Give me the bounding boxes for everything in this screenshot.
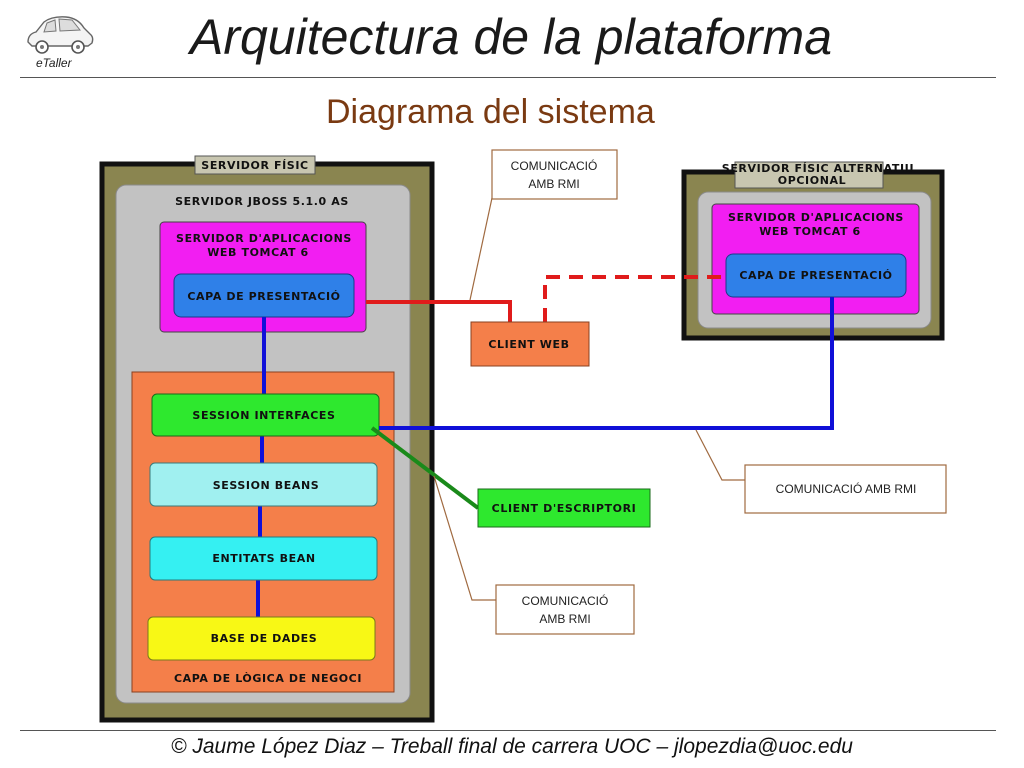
callout-bottom-line2: AMB RMI bbox=[539, 612, 590, 626]
header-divider bbox=[20, 77, 996, 78]
green-link-desktop bbox=[370, 426, 480, 510]
entity-beans-label: ENTITATS BEAN bbox=[212, 552, 315, 565]
alt-presentation-label: CAPA DE PRESENTACIÓ bbox=[739, 269, 892, 282]
main-server-label: SERVIDOR FÍSIC bbox=[201, 159, 308, 172]
tomcat-label-line2: WEB TOMCAT 6 bbox=[207, 246, 309, 259]
callout-pointer-top bbox=[469, 197, 493, 301]
diagram-subtitle: Diagrama del sistema bbox=[326, 93, 655, 131]
callout-top-line1: COMUNICACIÓ bbox=[511, 158, 598, 173]
business-layer-label: CAPA DE LÒGICA DE NEGOCI bbox=[174, 672, 362, 685]
database-label: BASE DE DADES bbox=[211, 632, 318, 645]
callout-pointer-right bbox=[695, 429, 745, 481]
car-logo-icon bbox=[22, 10, 96, 74]
callout-bottom: COMUNICACIÓ AMB RMI bbox=[495, 584, 635, 635]
callout-right-label: COMUNICACIÓ AMB RMI bbox=[776, 481, 917, 496]
jboss-server-label: SERVIDOR JBOSS 5.1.0 AS bbox=[175, 195, 349, 208]
blue-link-alt bbox=[379, 297, 834, 430]
architecture-diagram: SERVIDOR FÍSIC SERVIDOR JBOSS 5.1.0 AS S… bbox=[99, 149, 947, 723]
tomcat-label-line1: SERVIDOR D'APLICACIONS bbox=[176, 232, 352, 245]
callout-top: COMUNICACIÓ AMB RMI bbox=[491, 149, 618, 200]
alt-server-label-line2: OPCIONAL bbox=[778, 174, 846, 187]
page-title: Arquitectura de la plataforma bbox=[190, 9, 833, 65]
session-interfaces-label: SESSION INTERFACES bbox=[192, 409, 335, 422]
client-desktop-label: CLIENT D'ESCRIPTORI bbox=[492, 502, 637, 515]
alt-physical-server: SERVIDOR FÍSIC ALTERNATIU OPCIONAL SERVI… bbox=[681, 161, 945, 341]
callout-top-line2: AMB RMI bbox=[528, 177, 579, 191]
connections bbox=[366, 197, 834, 601]
callout-right: COMUNICACIÓ AMB RMI bbox=[744, 464, 947, 514]
main-physical-server: SERVIDOR FÍSIC SERVIDOR JBOSS 5.1.0 AS S… bbox=[99, 155, 435, 723]
alt-server-label-line1: SERVIDOR FÍSIC ALTERNATIU bbox=[722, 162, 914, 175]
logo-text: eTaller bbox=[36, 56, 72, 70]
presentation-layer-label: CAPA DE PRESENTACIÓ bbox=[187, 290, 340, 303]
alt-tomcat-label-line1: SERVIDOR D'APLICACIONS bbox=[728, 211, 904, 224]
callout-bottom-line1: COMUNICACIÓ bbox=[522, 593, 609, 608]
client-web: CLIENT WEB bbox=[470, 321, 590, 367]
red-link-main bbox=[366, 300, 512, 322]
red-dashed-link-alt bbox=[543, 275, 726, 322]
footer-divider bbox=[20, 730, 996, 731]
callout-pointer-bottom bbox=[433, 475, 496, 601]
footer-credits: © Jaume López Diaz – Treball final de ca… bbox=[171, 735, 853, 758]
alt-tomcat-label-line2: WEB TOMCAT 6 bbox=[759, 225, 861, 238]
client-desktop: CLIENT D'ESCRIPTORI bbox=[477, 488, 651, 528]
session-beans-label: SESSION BEANS bbox=[213, 479, 320, 492]
client-web-label: CLIENT WEB bbox=[488, 338, 569, 351]
